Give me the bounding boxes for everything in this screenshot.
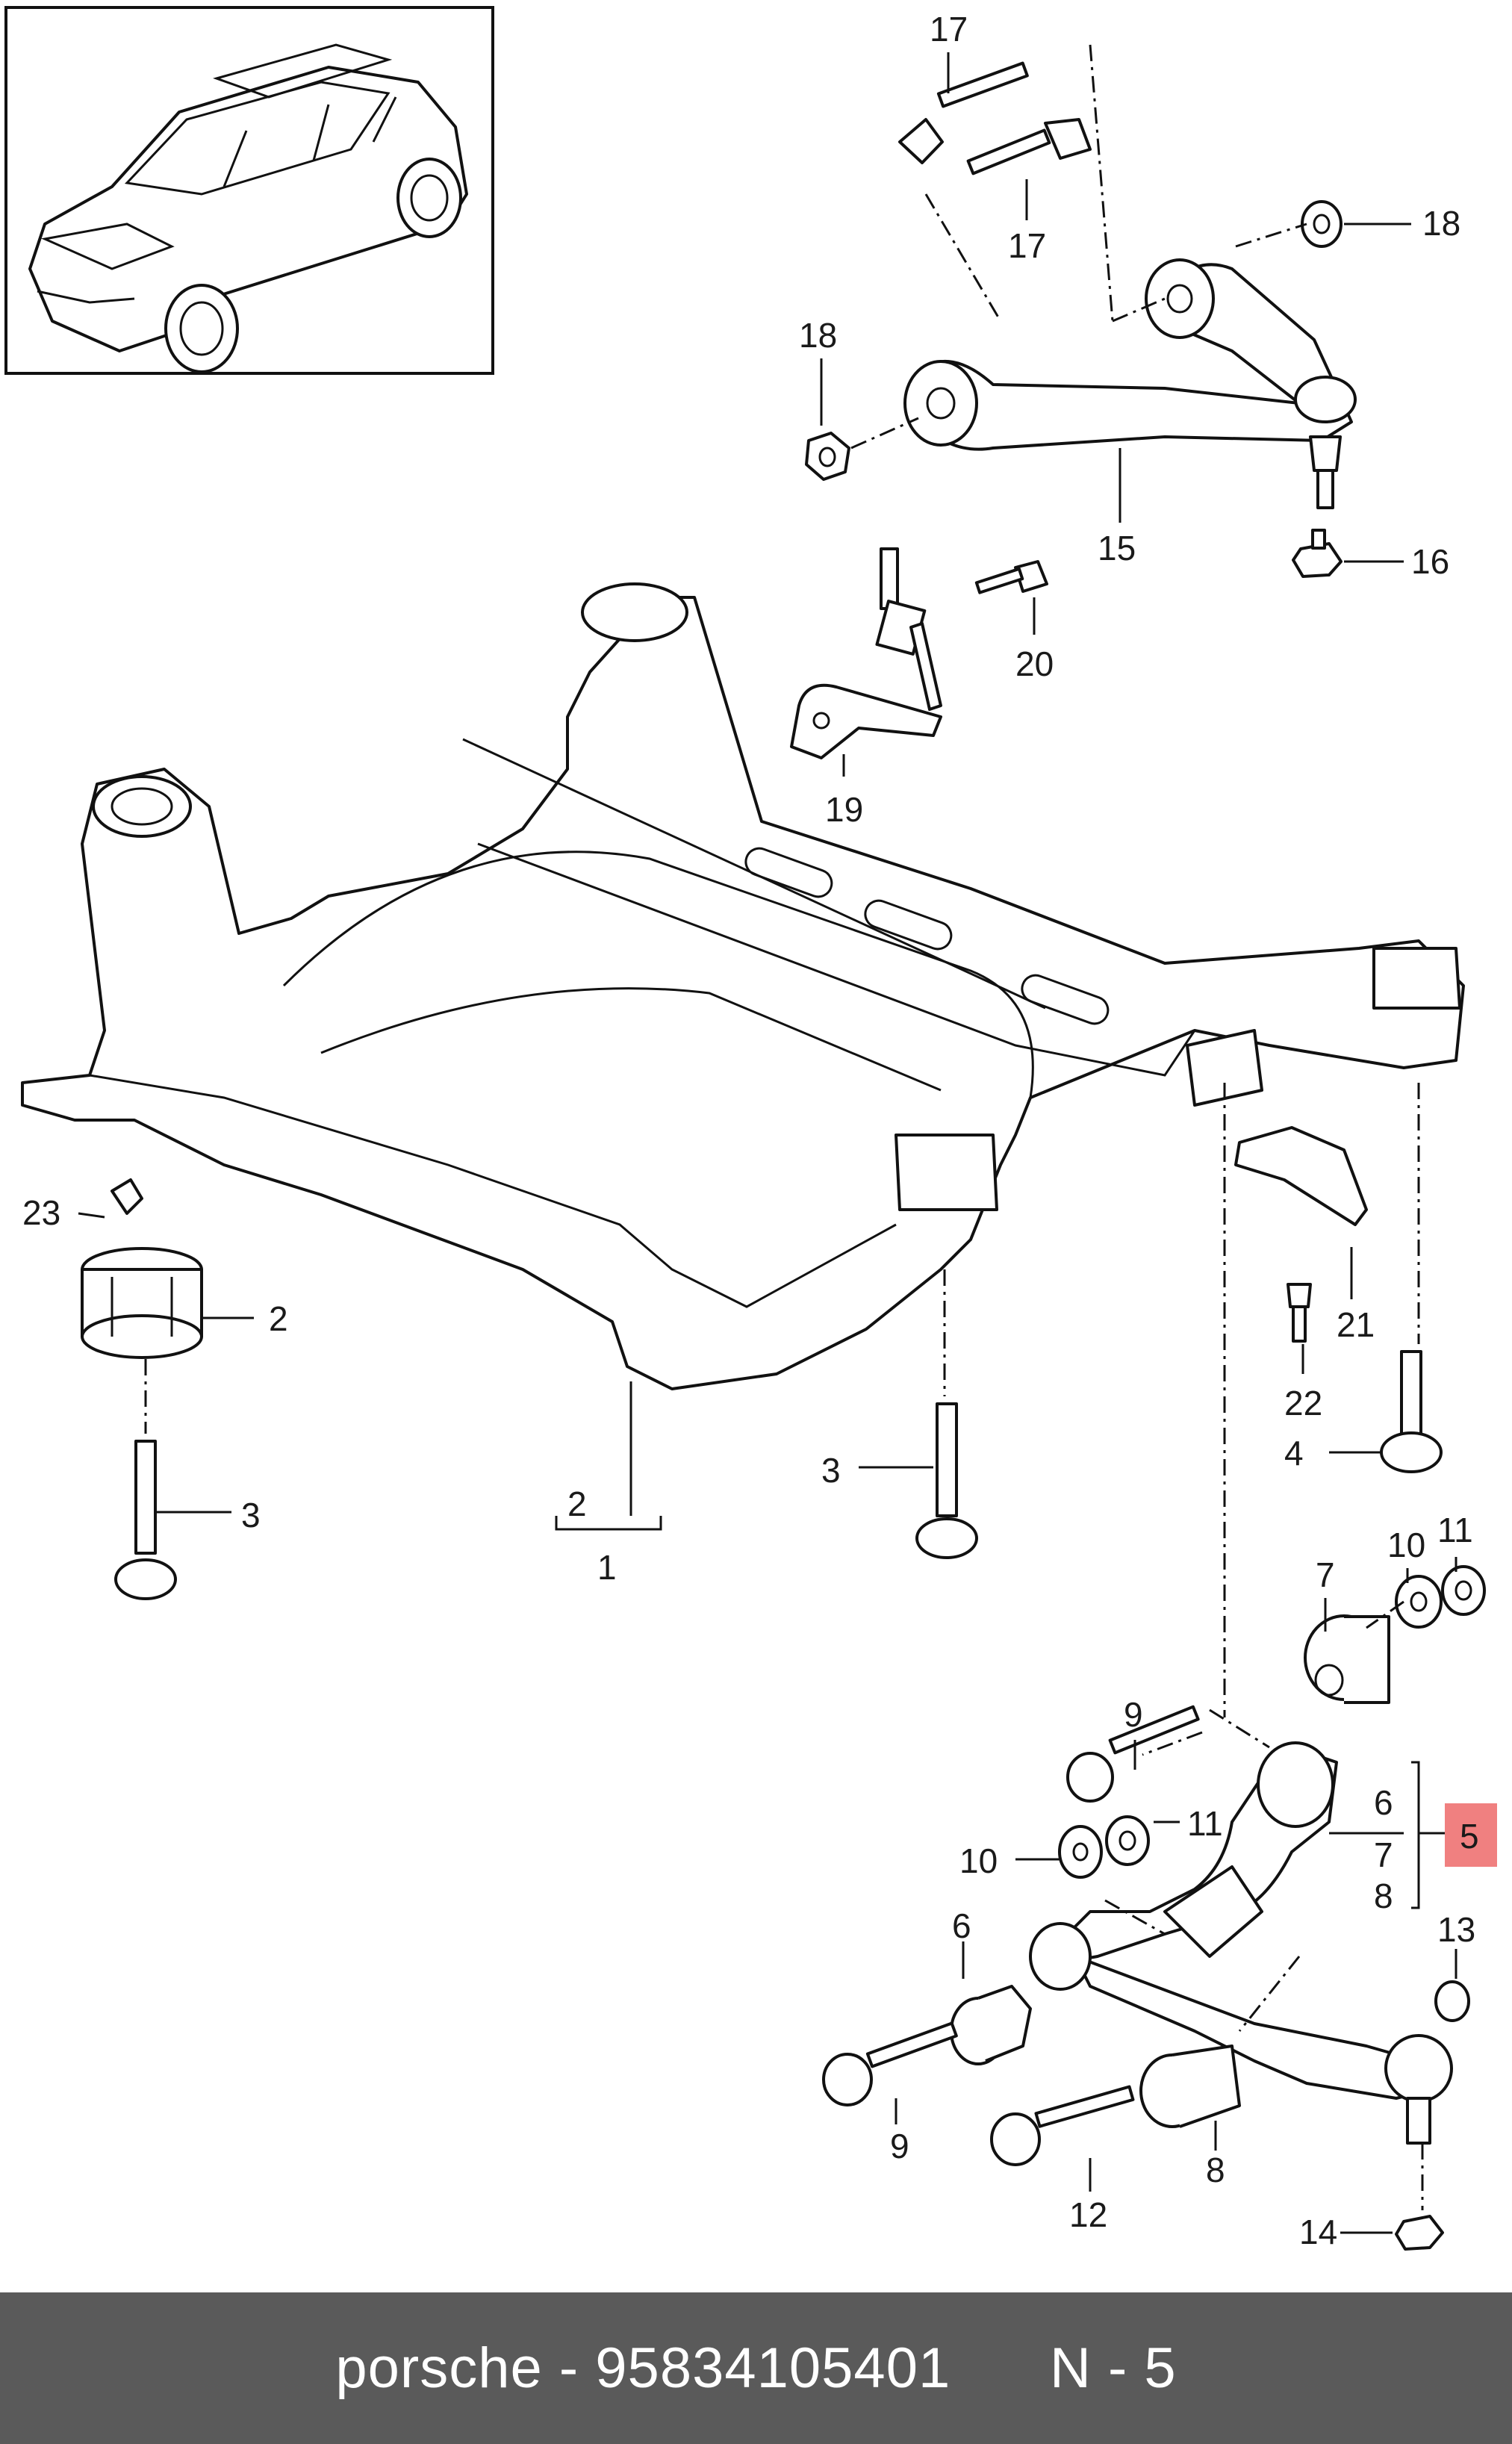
bolt-17-upper <box>898 61 1029 164</box>
bolt-20 <box>974 560 1048 594</box>
callout-17-top: 17 <box>930 10 968 49</box>
footer-brand: porsche <box>335 2336 543 2400</box>
bolt-9-lower <box>822 2021 958 2106</box>
footer-gap <box>951 2336 1050 2401</box>
callout-2-bracket: 2 <box>567 1484 587 1523</box>
footer-part-number: 95834105401 <box>595 2336 951 2400</box>
callout-9-lower: 9 <box>890 2127 909 2165</box>
nut-18-lower <box>805 432 850 481</box>
callout-3-center: 3 <box>821 1451 841 1490</box>
callout-5: 5 <box>1460 1817 1479 1856</box>
callout-22: 22 <box>1284 1384 1322 1422</box>
bushing-6-lower <box>950 1985 1032 2065</box>
bolt-4 <box>1380 1350 1443 1473</box>
bracket-21 <box>1234 1126 1368 1226</box>
callout-2-right: 2 <box>269 1299 288 1338</box>
callout-19: 19 <box>825 790 863 829</box>
callout-3-left: 3 <box>241 1496 261 1535</box>
callout-12: 12 <box>1069 2195 1107 2234</box>
leader-lines <box>78 52 1457 2234</box>
callout-21: 21 <box>1337 1305 1375 1344</box>
callout-10-mid: 10 <box>959 1841 998 1880</box>
callout-23: 23 <box>22 1193 60 1232</box>
callout-8-bracket: 8 <box>1374 1876 1393 1915</box>
bolt-9-upper <box>1066 1705 1200 1803</box>
lower-control-arm <box>1029 1741 1453 2145</box>
bolt-3-left <box>114 1440 177 1600</box>
bolt-12 <box>990 2085 1135 2166</box>
nut-18-upper <box>1301 200 1343 248</box>
clip-22 <box>1287 1283 1312 1343</box>
callout-18-right: 18 <box>1422 204 1460 243</box>
callout-8-lower: 8 <box>1206 2151 1225 2189</box>
nut-16 <box>1292 529 1343 578</box>
callout-7-bracket: 7 <box>1374 1835 1393 1874</box>
callout-15: 15 <box>1098 529 1136 568</box>
callout-11-mid: 11 <box>1187 1804 1223 1843</box>
callout-16: 16 <box>1411 542 1449 581</box>
footer-separator: - <box>542 2336 596 2400</box>
mount-bushing-2 <box>81 1178 203 1359</box>
front-subframe <box>21 582 1465 1390</box>
callout-numbers: 17 17 18 18 15 16 20 19 23 2 21 22 3 4 3… <box>22 10 1479 2251</box>
callout-1: 1 <box>597 1548 617 1587</box>
vehicle-thumbnail <box>4 6 494 375</box>
callout-14: 14 <box>1299 2213 1337 2251</box>
footer-bar: porsche - 95834105401 N - 5 <box>0 2292 1512 2444</box>
callout-18-left: 18 <box>799 316 837 355</box>
nut-13 <box>1434 1980 1470 2022</box>
nut-11-upper <box>1441 1565 1486 1616</box>
bushing-8 <box>1139 2045 1241 2128</box>
callout-20: 20 <box>1015 644 1054 683</box>
callout-17-lower: 17 <box>1008 226 1046 265</box>
nut-14 <box>1395 2215 1444 2251</box>
nut-11-lower <box>1105 1815 1150 1866</box>
assembly-lines <box>144 44 1424 2210</box>
exploded-parts-diagram: 17 17 18 18 15 16 20 19 23 2 21 22 3 4 3… <box>4 6 1497 2251</box>
washer-10-upper <box>1395 1575 1443 1629</box>
callout-13: 13 <box>1437 1910 1475 1949</box>
callout-11-top: 11 <box>1437 1511 1473 1549</box>
highlight-part-5 <box>1445 1803 1497 1867</box>
washer-10-lower <box>1058 1825 1103 1879</box>
callout-6-lower: 6 <box>952 1906 971 1945</box>
callout-6-bracket: 6 <box>1374 1783 1393 1822</box>
callout-9-top: 9 <box>1124 1695 1143 1734</box>
callout-4: 4 <box>1284 1434 1304 1473</box>
upper-control-arm <box>903 258 1357 509</box>
bolt-17-lower <box>966 118 1092 175</box>
bolt-3-center <box>915 1402 978 1559</box>
bushing-7-upper <box>1304 1614 1390 1704</box>
suv-illustration-icon <box>28 43 468 373</box>
level-sensor <box>790 547 942 759</box>
footer-page-ref: N - 5 <box>1049 2336 1177 2400</box>
callout-7-top: 7 <box>1316 1555 1335 1594</box>
callout-10-top: 10 <box>1387 1526 1425 1564</box>
